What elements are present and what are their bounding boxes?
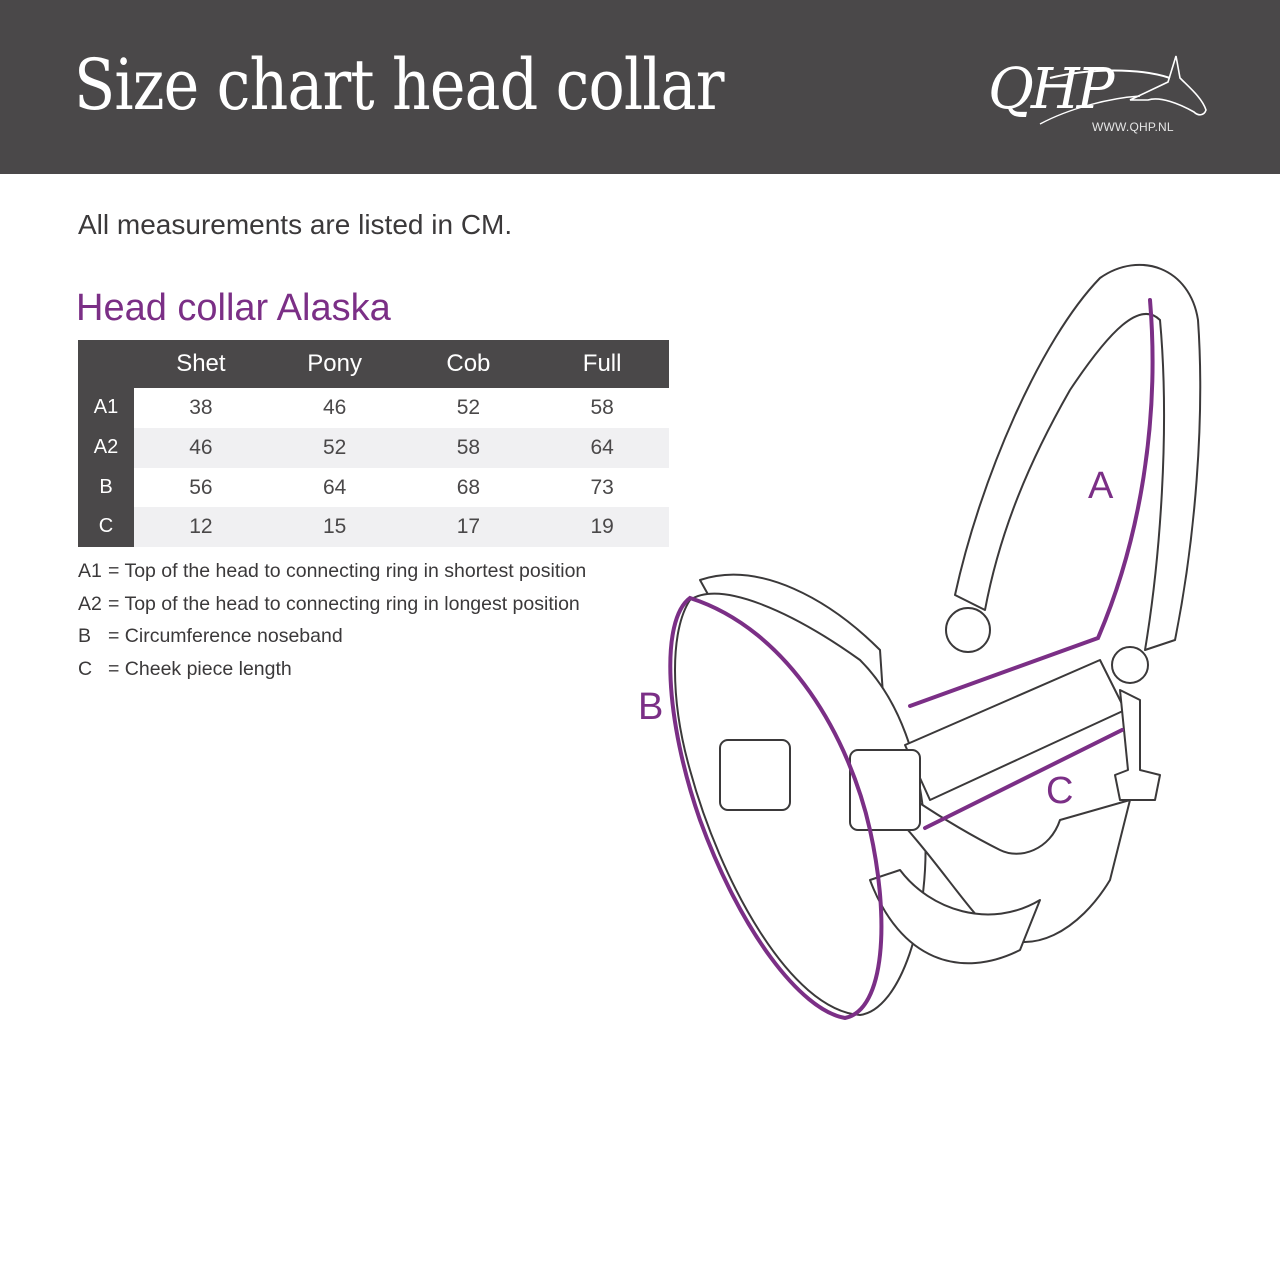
- legend-item: A1 = Top of the head to connecting ring …: [78, 555, 586, 588]
- table-cell: 12: [189, 515, 213, 539]
- table-cell: 15: [322, 515, 347, 539]
- table-row: C 12 15 17 19: [78, 507, 669, 547]
- table-row: A1 38 46 52 58: [78, 388, 669, 428]
- measurement-legend: A1 = Top of the head to connecting ring …: [78, 555, 586, 685]
- table-header-row: Shet Pony Cob Full: [78, 340, 669, 388]
- table-row: B 56 64 68 73: [78, 467, 669, 508]
- section-title: Head collar Alaska: [76, 287, 391, 329]
- row-label: B: [78, 467, 134, 508]
- head-collar-diagram: A B C: [620, 250, 1240, 1050]
- legend-desc: = Circumference noseband: [108, 625, 343, 647]
- legend-desc: = Cheek piece length: [108, 657, 292, 680]
- legend-key: C: [78, 657, 93, 680]
- units-note: All measurements are listed in CM.: [78, 209, 513, 240]
- table-cell: 38: [189, 396, 213, 419]
- table-cell: 52: [322, 435, 347, 459]
- legend-item: C = Cheek piece length: [78, 653, 586, 686]
- logo-wordmark: QHP: [988, 57, 1114, 122]
- legend-item: A2 = Top of the head to connecting ring …: [78, 588, 586, 621]
- table-row: A2 46 52 58 64: [78, 427, 669, 468]
- row-label: A2: [78, 427, 134, 468]
- dimension-label-b: B: [638, 686, 664, 728]
- dimension-label-c: C: [1046, 770, 1074, 812]
- table-cell: 52: [456, 396, 481, 419]
- qhp-logo[interactable]: QHP WWW.QHP.NL: [980, 38, 1220, 148]
- table-cell: 58: [590, 396, 614, 419]
- row-label: A1: [78, 388, 134, 428]
- row-label: C: [78, 507, 134, 547]
- table-cell: 64: [322, 475, 347, 499]
- logo-url[interactable]: WWW.QHP.NL: [1092, 120, 1174, 134]
- table-cell: 56: [189, 475, 213, 499]
- legend-key: B: [78, 625, 92, 647]
- column-header-shet: Shet: [176, 350, 226, 377]
- dimension-c-line: [923, 728, 1124, 830]
- dimension-a-line: [908, 298, 1155, 708]
- table-cell: 46: [189, 435, 213, 459]
- dimension-label-a: A: [1088, 465, 1114, 507]
- table-corner: [78, 340, 134, 388]
- size-table: Shet Pony Cob Full A1 38 46 52 58 A2 46 …: [78, 340, 669, 547]
- header-bar: Size chart head collar QHP WWW.QHP.NL: [0, 0, 1280, 174]
- table-cell: 19: [590, 515, 614, 539]
- table-cell: 17: [456, 515, 481, 539]
- table-cell: 46: [322, 396, 347, 419]
- table-cell: 73: [590, 475, 614, 499]
- page-title: Size chart head collar: [74, 44, 724, 126]
- dimension-b-line: [668, 595, 884, 1021]
- horse-head-icon: [1039, 55, 1207, 125]
- legend-key: A1: [78, 560, 102, 582]
- column-header-full: Full: [582, 350, 622, 377]
- legend-desc: = Top of the head to connecting ring in …: [108, 592, 580, 615]
- head-collar-illustration: [668, 263, 1202, 1021]
- legend-key: A2: [78, 592, 102, 615]
- legend-item: B = Circumference noseband: [78, 620, 586, 653]
- legend-desc: = Top of the head to connecting ring in …: [108, 560, 587, 582]
- column-header-cob: Cob: [446, 350, 491, 377]
- column-header-pony: Pony: [307, 350, 362, 377]
- table-cell: 68: [456, 475, 481, 499]
- table-cell: 64: [590, 435, 614, 459]
- table-cell: 58: [456, 435, 481, 459]
